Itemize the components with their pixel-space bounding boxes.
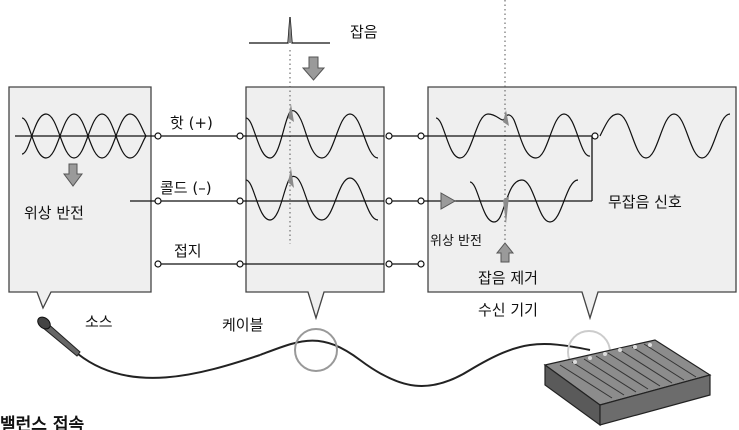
ground-node-receiver bbox=[417, 260, 425, 268]
cold-label: 콜드 (–) bbox=[160, 179, 212, 197]
receiver-cold-noise bbox=[503, 196, 509, 224]
cable-magnifier bbox=[294, 328, 338, 372]
cable-cold-noise bbox=[288, 168, 294, 188]
hot-label: 핫 (+) bbox=[170, 114, 213, 132]
receiver-panel bbox=[427, 86, 737, 321]
cable-wire bbox=[259, 339, 591, 387]
footer-title: 밸런스 접속 bbox=[0, 415, 84, 430]
source-panel bbox=[8, 86, 152, 310]
cable-cold-wave bbox=[245, 175, 379, 221]
noise-free-signal-label: 무잡음 신호 bbox=[608, 193, 682, 211]
receiver-hot-wave bbox=[435, 113, 591, 159]
output-clean-wave bbox=[599, 113, 731, 159]
microphone-icon bbox=[37, 316, 261, 379]
cable-hot-noise bbox=[288, 104, 294, 122]
receiver-label: 수신 기기 bbox=[478, 301, 538, 319]
noise-removal-label: 잡음 제거 bbox=[478, 269, 538, 287]
mixer-console-icon bbox=[543, 339, 712, 427]
hot-node-receiver bbox=[417, 132, 425, 140]
noise-down-arrow bbox=[301, 56, 326, 81]
hot-node-source bbox=[154, 132, 162, 140]
ground-node-source bbox=[154, 260, 162, 268]
source-cold-wave bbox=[21, 113, 147, 159]
cable-panel bbox=[245, 86, 385, 321]
cold-node-cable-in bbox=[236, 197, 244, 205]
cold-node-source bbox=[154, 197, 162, 205]
receiver-inverted-wave bbox=[469, 179, 579, 223]
ground-node-cable-in bbox=[236, 260, 244, 268]
noise-removal-arrow bbox=[495, 242, 515, 263]
receiver-hot-noise bbox=[503, 110, 509, 126]
source-label: 소스 bbox=[85, 313, 113, 331]
noise-label: 잡음 bbox=[350, 23, 378, 41]
cold-node-cable-out bbox=[385, 197, 393, 205]
ground-node-cable-out bbox=[385, 260, 393, 268]
hot-node-cable-in bbox=[236, 132, 244, 140]
source-phase-label: 위상 반전 bbox=[24, 204, 84, 222]
cable-label: 케이블 bbox=[222, 316, 263, 334]
receiver-phase-label: 위상 반전 bbox=[430, 234, 482, 249]
noise-pulse bbox=[249, 16, 330, 44]
cable-hot-wave bbox=[245, 110, 379, 159]
receiver-phase-triangle bbox=[440, 192, 457, 210]
ground-label: 접지 bbox=[174, 242, 202, 260]
cold-node-receiver bbox=[417, 197, 425, 205]
source-phase-arrow bbox=[63, 163, 83, 187]
sum-node bbox=[591, 132, 599, 140]
hot-node-cable-out bbox=[385, 132, 393, 140]
